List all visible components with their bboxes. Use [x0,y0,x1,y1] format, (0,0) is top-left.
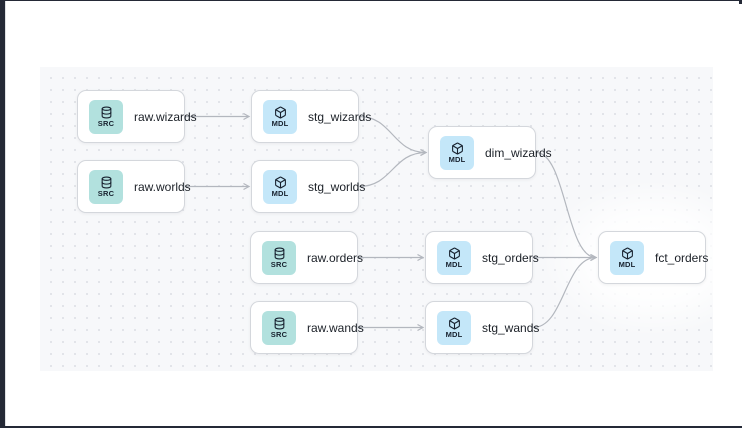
source-badge: SRC [89,99,123,134]
node-label: raw.worlds [134,179,191,194]
window-edge-bottom [0,426,742,428]
badge-type-label: SRC [270,259,288,269]
cube-icon [451,142,463,155]
badge-type-label: MDL [271,118,289,128]
edge-layer [185,112,598,332]
window-edge-left [0,0,6,428]
cube-icon [448,317,460,330]
node-label: fct_orders [655,250,709,265]
node-label: raw.wands [307,320,364,335]
cube-icon [448,247,460,260]
node-raw.wizards[interactable]: SRC raw.wizards [77,90,197,143]
model-badge: MDL [263,169,297,204]
source-badge: SRC [89,169,123,204]
source-badge: SRC [262,310,296,345]
node-stg_worlds[interactable]: MDL stg_worlds [251,160,365,213]
model-badge: MDL [437,240,471,275]
node-raw.wands[interactable]: SRC raw.wands [250,301,364,354]
model-badge: MDL [440,135,474,170]
cube-icon [274,106,286,119]
node-label: dim_wizards [485,145,552,160]
database-icon [101,106,111,118]
database-icon [274,247,284,259]
node-stg_wands[interactable]: MDL stg_wands [425,301,539,354]
database-icon [101,176,111,188]
badge-type-label: MDL [448,154,466,164]
node-label: stg_wands [482,320,540,335]
window-edge-top [0,0,742,1]
badge-type-label: MDL [445,329,463,339]
node-stg_orders[interactable]: MDL stg_orders [425,231,539,284]
node-label: raw.wizards [134,109,197,124]
node-fct_orders[interactable]: MDL fct_orders [598,231,709,284]
cube-icon [274,176,286,189]
edge-stg_worlds-to-dim_wizards [358,148,428,188]
edge-stg_wizards-to-dim_wizards [358,115,428,157]
node-label: stg_orders [482,250,539,265]
badge-type-label: SRC [270,329,288,339]
node-raw.worlds[interactable]: SRC raw.worlds [77,160,191,213]
badge-type-label: SRC [97,118,115,128]
model-badge: MDL [610,240,644,275]
node-stg_wizards[interactable]: MDL stg_wizards [251,90,371,143]
badge-type-label: SRC [97,188,115,198]
node-dim_wizards[interactable]: MDL dim_wizards [428,126,552,179]
source-badge: SRC [262,240,296,275]
window-edge-corner [739,0,742,4]
database-icon [274,317,284,329]
badge-type-label: MDL [618,259,636,269]
node-label: stg_worlds [308,179,366,194]
badge-type-label: MDL [271,188,289,198]
node-raw.orders[interactable]: SRC raw.orders [250,231,363,284]
edge-dim_wizards-to-fct_orders [535,151,598,262]
node-label: stg_wizards [308,109,372,124]
node-label: raw.orders [307,250,364,265]
edge-stg_wands-to-fct_orders [532,253,598,329]
model-badge: MDL [437,310,471,345]
cube-icon [621,247,633,260]
badge-type-label: MDL [445,259,463,269]
model-badge: MDL [263,99,297,134]
